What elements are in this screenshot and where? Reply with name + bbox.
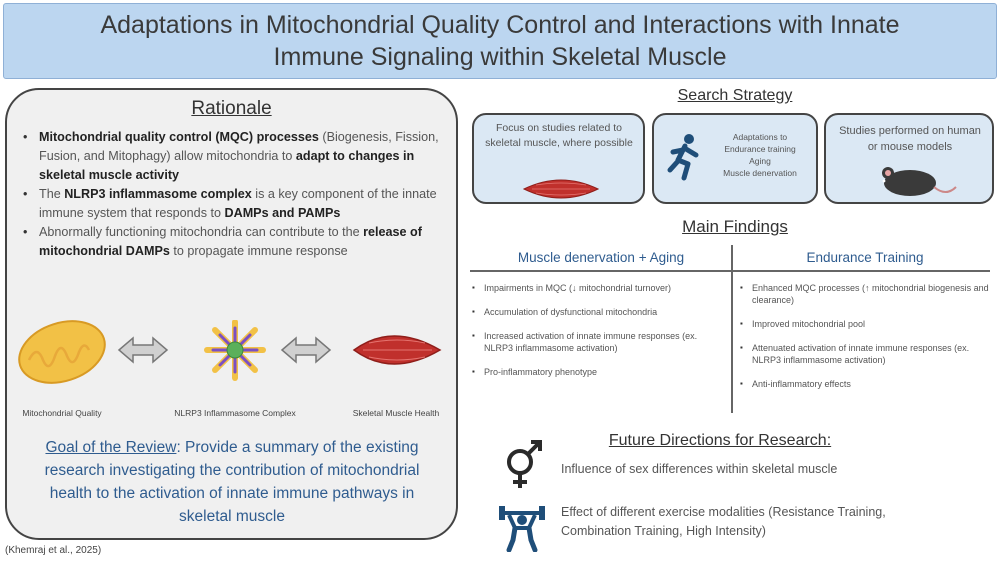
rationale-title: Rationale bbox=[191, 98, 272, 119]
caption-mitochondrial-quality: Mitochondrial Quality bbox=[22, 408, 102, 418]
future-item-sex-differences: Influence of sex differences within skel… bbox=[561, 462, 838, 476]
double-arrow-icon bbox=[280, 336, 332, 364]
findings-left-heading: Muscle denervation + Aging bbox=[517, 250, 685, 265]
caption-skeletal-muscle: Skeletal Muscle Health bbox=[352, 408, 440, 418]
mouse-icon bbox=[882, 167, 957, 196]
title-line-1: Adaptations in Mitochondrial Quality Con… bbox=[100, 11, 900, 39]
list-item: Attenuated activation of innate immune r… bbox=[740, 342, 992, 366]
inflammasome-icon bbox=[204, 319, 266, 381]
future-item-exercise-modalities: Effect of different exercise modalities … bbox=[561, 505, 886, 538]
findings-right-list: Enhanced MQC processes (↑ mitochondrial … bbox=[740, 282, 992, 402]
search-strategy-title: Search Strategy bbox=[677, 87, 793, 104]
muscle-icon bbox=[352, 335, 442, 365]
findings-divider-horizontal bbox=[470, 270, 990, 272]
muscle-icon bbox=[522, 179, 600, 199]
mechanism-icon-row: Mitochondrial Quality NLRP3 Inflammasome… bbox=[7, 319, 456, 418]
review-goal: Goal of the Review: Provide a summary of… bbox=[44, 439, 420, 525]
findings-left-list: Impairments in MQC (↓ mitochondrial turn… bbox=[472, 282, 724, 390]
findings-right-heading: Endurance Training bbox=[806, 250, 924, 265]
rationale-bullet-2: The NLRP3 inflammasome complex is a key … bbox=[21, 185, 446, 223]
findings-divider-vertical bbox=[731, 245, 733, 413]
citation: (Khemraj et al., 2025) bbox=[5, 545, 102, 556]
list-item: Improved mitochondrial pool bbox=[740, 318, 992, 330]
mitochondrion-icon bbox=[18, 320, 106, 384]
list-item: Accumulation of dysfunctional mitochondr… bbox=[472, 306, 724, 318]
title-line-2: Immune Signaling within Skeletal Muscle bbox=[273, 43, 727, 71]
search-box-skeletal-muscle: Focus on studies related to skeletal mus… bbox=[472, 113, 645, 204]
rationale-bullets: Mitochondrial quality control (MQC) proc… bbox=[21, 128, 446, 261]
runner-icon bbox=[667, 134, 699, 181]
search-box-2-text: Adaptations to Endurance training Aging … bbox=[723, 132, 797, 178]
double-arrow-icon bbox=[117, 336, 169, 364]
future-directions-title: Future Directions for Research: bbox=[608, 432, 832, 449]
rationale-bullet-1: Mitochondrial quality control (MQC) proc… bbox=[21, 128, 446, 185]
list-item: Anti-inflammatory effects bbox=[740, 378, 992, 390]
rationale-bullet-3: Abnormally functioning mitochondria can … bbox=[21, 223, 446, 261]
list-item: Increased activation of innate immune re… bbox=[472, 330, 724, 354]
list-item: Pro-inflammatory phenotype bbox=[472, 366, 724, 378]
rationale-panel: Rationale Mitochondrial quality control … bbox=[5, 88, 458, 540]
list-item: Impairments in MQC (↓ mitochondrial turn… bbox=[472, 282, 724, 294]
gender-icon bbox=[507, 440, 542, 488]
title-banner: Adaptations in Mitochondrial Quality Con… bbox=[3, 3, 997, 79]
search-box-1-text: Focus on studies related to skeletal mus… bbox=[485, 122, 633, 149]
main-findings-title: Main Findings bbox=[682, 217, 788, 236]
weightlifter-icon bbox=[499, 506, 545, 552]
mechanism-illustration bbox=[18, 319, 442, 384]
search-box-adaptations: Adaptations to Endurance training Aging … bbox=[652, 113, 818, 204]
list-item: Enhanced MQC processes (↑ mitochondrial … bbox=[740, 282, 992, 306]
search-box-3-text: Studies performed on human or mouse mode… bbox=[839, 125, 981, 153]
caption-nlrp3: NLRP3 Inflammasome Complex bbox=[174, 408, 296, 418]
search-box-models: Studies performed on human or mouse mode… bbox=[824, 113, 994, 204]
